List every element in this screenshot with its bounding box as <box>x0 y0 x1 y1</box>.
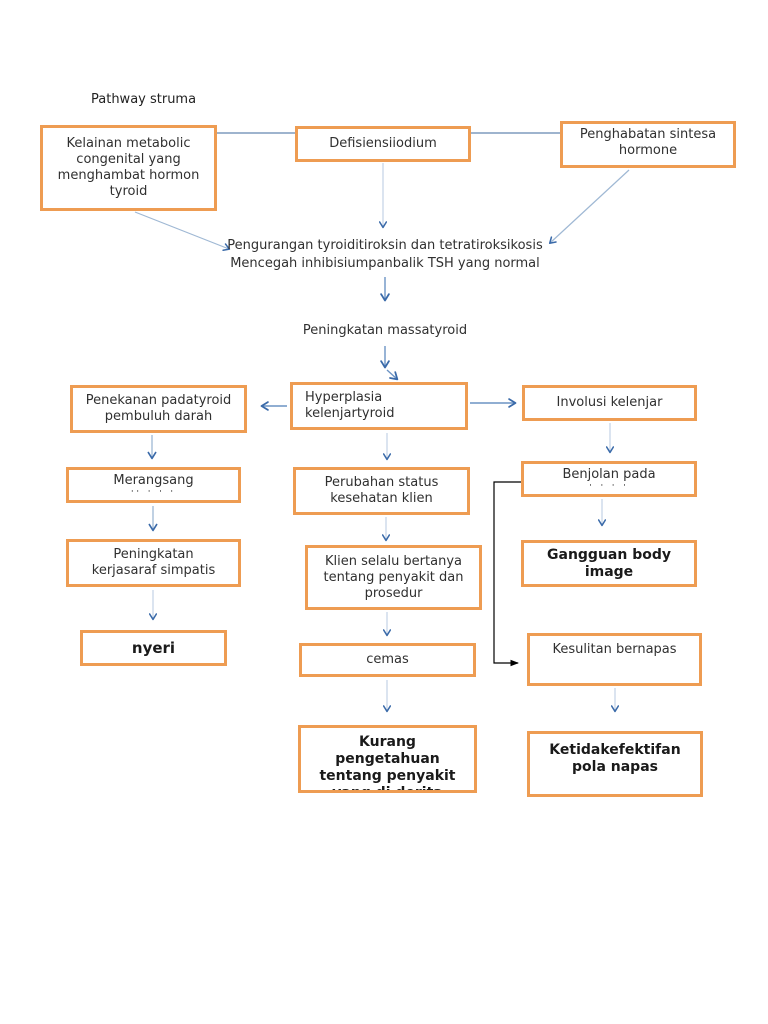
node-gangguan-body-image: Gangguan body image <box>521 540 697 587</box>
node-cemas-label: cemas <box>366 652 409 667</box>
node-involusi-kelenjar-label: Involusi kelenjar <box>556 395 663 410</box>
node-perubahan-status: Perubahan status kesehatan klien <box>293 467 470 515</box>
text-pengurangan-tyroiditiroksin: Pengurangan tyroiditiroksin dan tetratir… <box>227 238 543 271</box>
arrow-penghabatan-to-pengurangan <box>548 169 630 245</box>
node-penghabatan-sintesa-label: Penghabatan sintesa hormone <box>579 127 717 158</box>
text-peningkatan-massatyroid: Peningkatan massatyroid <box>302 323 468 338</box>
node-ketidakefektifan-pola-napas-label: Ketidakefektifan pola napas <box>549 742 681 775</box>
node-kelainan-metabolic: Kelainan metabolic congenital yang mengh… <box>40 125 217 211</box>
page-title: Pathway struma <box>91 92 197 107</box>
node-klien-selalu-bertanya: Klien selalu bertanya tentang penyakit d… <box>305 545 482 610</box>
node-merangsang: Merangsang '' ' ' ' <box>66 467 241 503</box>
node-cemas: cemas <box>299 643 476 677</box>
node-benjolan-pada-label: Benjolan pada <box>562 467 656 482</box>
node-kelainan-metabolic-label: Kelainan metabolic congenital yang mengh… <box>57 136 200 199</box>
node-kurang-pengetahuan-label: Kurang pengetahuan tentang penyakit yang… <box>319 734 456 793</box>
node-benjolan-pada: Benjolan pada ' ' ' ' <box>521 461 697 497</box>
arrow-small-onto-hyperplasia <box>386 369 399 381</box>
node-kurang-pengetahuan: Kurang pengetahuan tentang penyakit yang… <box>298 725 477 793</box>
node-hyperplasia-kelenjartyroid-label: Hyperplasia kelenjartyroid <box>305 390 395 421</box>
node-nyeri: nyeri <box>80 630 227 666</box>
black-elbow-benjolan-to-kesulitan <box>493 481 521 667</box>
node-penekanan-padatyroid-label: Penekanan padatyroid pembuluh darah <box>85 393 232 424</box>
node-benjolan-pada-clipped-line: ' ' ' ' <box>589 484 629 493</box>
node-nyeri-label: nyeri <box>131 639 176 657</box>
node-peningkatan-kerjasaraf: Peningkatan kerjasaraf simpatis <box>66 539 241 587</box>
node-perubahan-status-label: Perubahan status kesehatan klien <box>324 475 439 506</box>
node-penghabatan-sintesa: Penghabatan sintesa hormone <box>560 121 736 168</box>
node-penekanan-padatyroid: Penekanan padatyroid pembuluh darah <box>70 385 247 433</box>
node-kesulitan-bernapas-label: Kesulitan bernapas <box>552 642 677 657</box>
node-merangsang-clipped-line: '' ' ' ' <box>131 490 176 499</box>
node-hyperplasia-kelenjartyroid: Hyperplasia kelenjartyroid <box>290 382 468 430</box>
node-defisiensi-iodium-label: Defisiensiiodium <box>329 136 437 151</box>
node-gangguan-body-image-label: Gangguan body image <box>547 546 671 580</box>
node-ketidakefektifan-pola-napas: Ketidakefektifan pola napas <box>527 731 703 797</box>
node-peningkatan-kerjasaraf-label: Peningkatan kerjasaraf simpatis <box>91 547 216 578</box>
node-defisiensi-iodium: Defisiensiiodium <box>295 126 471 162</box>
node-kesulitan-bernapas: Kesulitan bernapas <box>527 633 702 686</box>
node-merangsang-label: Merangsang <box>113 473 194 488</box>
node-involusi-kelenjar: Involusi kelenjar <box>522 385 697 421</box>
node-klien-selalu-bertanya-label: Klien selalu bertanya tentang penyakit d… <box>323 553 464 601</box>
